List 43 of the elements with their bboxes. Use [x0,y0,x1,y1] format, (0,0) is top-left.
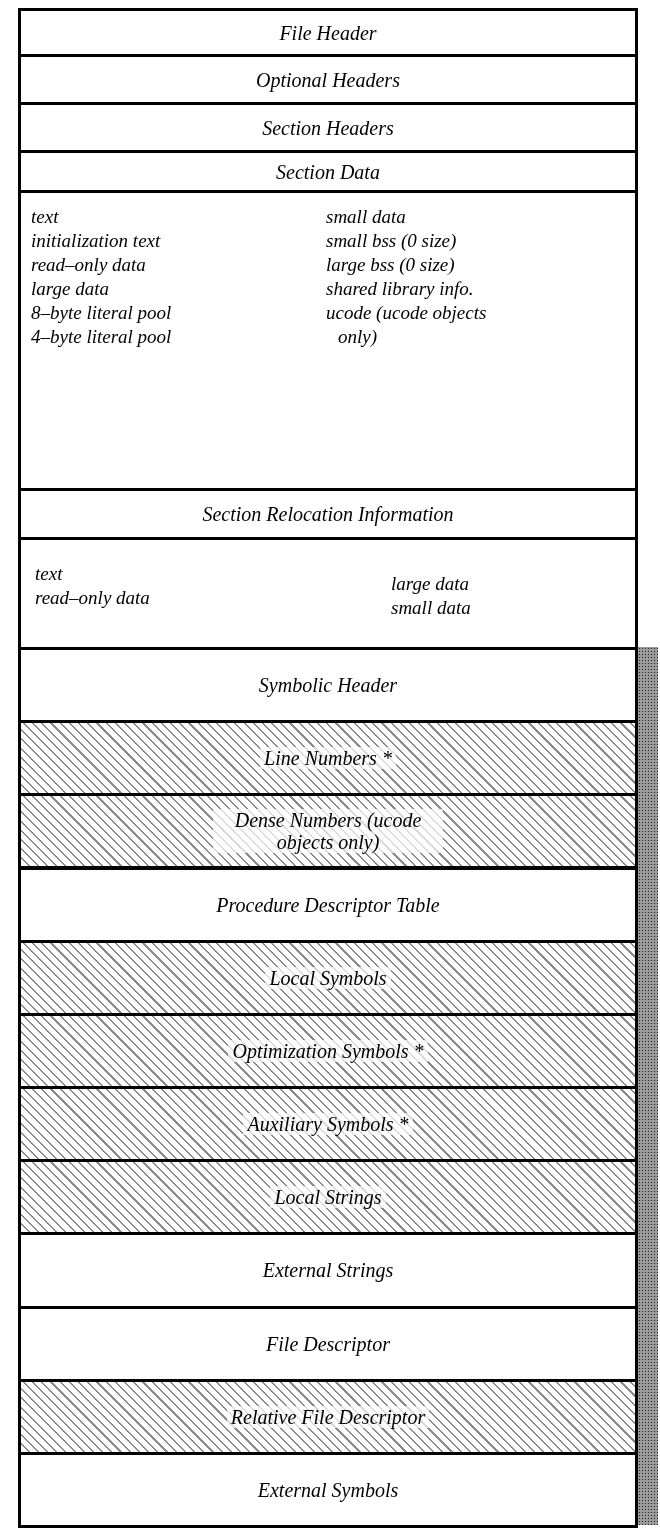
hatched-section-band [18,793,638,870]
list-item: initialization text [31,229,162,253]
list-item: large bss (0 size) [326,253,456,277]
section-label: Procedure Descriptor Table [215,893,441,916]
section-label: Dense Numbers (ucode objects only) [213,809,443,854]
list-item: ucode (ucode objects only) [326,301,488,349]
section-label: Symbolic Header [257,674,399,697]
list-item: small data [391,596,472,620]
list-box [18,190,638,491]
section-label: Section Data [275,160,381,183]
section-label: External Symbols [256,1478,400,1501]
list-item: read–only data [35,586,150,610]
section-label: Relative File Descriptor [226,1405,430,1428]
list-item: shared library info. [326,277,475,301]
shaded-bar [638,647,658,1525]
section-label: External Strings [261,1259,395,1282]
section-label: File Descriptor [265,1332,391,1355]
list-item: small data [326,205,407,229]
section-label: Section Relocation Information [201,503,455,525]
list-item: 4–byte literal pool [31,325,172,349]
section-band [18,102,638,153]
section-band [18,54,638,105]
list-item: text [35,562,64,586]
section-band [18,150,638,193]
section-label: Optimization Symbols * [228,1039,428,1062]
list-item: 8–byte literal pool [31,301,172,325]
section-band [18,1232,638,1309]
section-band [18,488,638,540]
list-item: read–only data [31,253,147,277]
section-label: Line Numbers * [260,747,396,770]
section-label: Section Headers [261,116,395,139]
section-label: Local Strings [270,1186,386,1209]
section-band [18,8,638,57]
section-label: File Header [278,21,378,44]
section-label: Optional Headers [255,68,401,91]
list-item: large data [31,277,110,301]
list-item: large data [391,572,470,596]
list-item: small bss (0 size) [326,229,458,253]
list-box [18,537,638,650]
section-band [18,866,638,943]
list-item: text [31,205,60,229]
section-label: Local Symbols [265,966,391,989]
section-label: Auxiliary Symbols * [243,1113,413,1136]
